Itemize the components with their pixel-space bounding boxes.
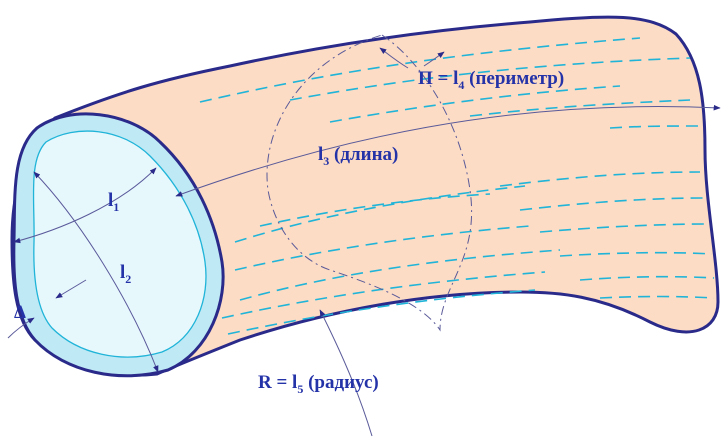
label-perimeter: П = l4 (периметр) bbox=[418, 68, 564, 92]
perimeter-leader bbox=[379, 47, 409, 69]
label-l3-length: l3 (длина) bbox=[318, 144, 398, 168]
label-l2: l2 bbox=[120, 262, 131, 286]
l3-length-arc bbox=[175, 104, 721, 197]
thickness-leader-inner bbox=[55, 279, 87, 299]
l2-dimension-arc bbox=[33, 171, 159, 373]
label-thickness-delta: Δ bbox=[14, 302, 26, 323]
perimeter-leader-right bbox=[423, 51, 445, 67]
dimension-lines bbox=[7, 47, 721, 437]
thickness-leader-outer bbox=[7, 317, 35, 339]
label-l1: l1 bbox=[108, 190, 119, 214]
label-radius: R = l5 (радиус) bbox=[258, 372, 379, 396]
radius-leader bbox=[319, 309, 373, 437]
